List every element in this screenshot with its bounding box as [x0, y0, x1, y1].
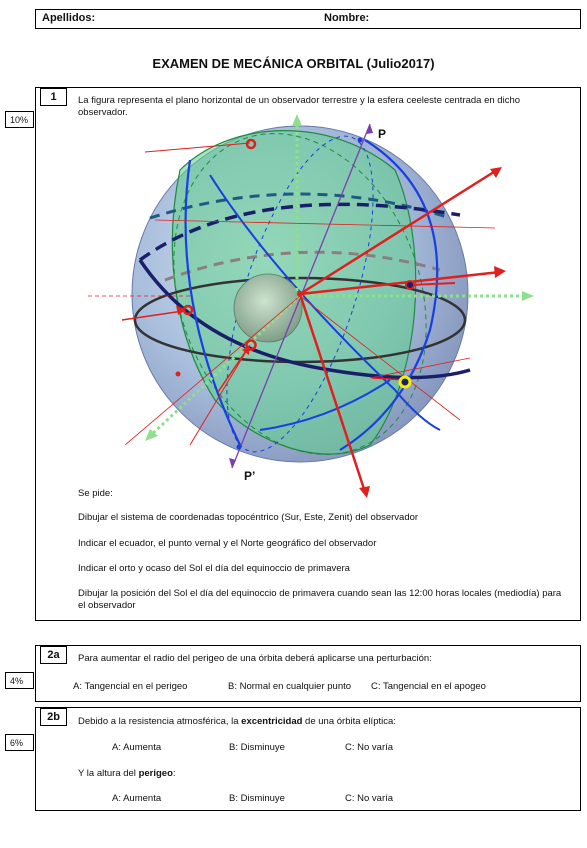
q2b-question2-bold: perigeo: [138, 768, 173, 779]
q1-frame: [35, 87, 581, 621]
q2a-question: Para aumentar el radio del perigeo de un…: [78, 653, 432, 664]
q1-se-pide: Se pide:: [78, 488, 113, 499]
q2b-frame: [35, 707, 581, 811]
q1-item-4: Dibujar la posición del Sol el día del e…: [78, 588, 562, 611]
q1-number: 1: [40, 88, 67, 106]
q2b-option-c[interactable]: C: No varía: [345, 742, 394, 753]
q2b-number: 2b: [40, 708, 67, 726]
student-info-header: Apellidos: Nombre:: [35, 9, 581, 29]
apellidos-label: Apellidos:: [42, 12, 96, 24]
label-p: P: [378, 127, 386, 141]
q2b-question-2: Y la altura del perigeo:: [78, 768, 573, 780]
q1-item-1: Dibujar el sistema de coordenadas topocé…: [78, 512, 419, 523]
q2a-option-b[interactable]: B: Normal en cualquier punto: [228, 681, 352, 692]
equator-line: [138, 259, 471, 380]
red-vector: [299, 168, 498, 296]
q2b-question2-pre: Y la altura del: [78, 768, 139, 779]
earth-globe: [233, 273, 303, 343]
q1-item-2: Indicar el ecuador, el punto vernal y el…: [78, 538, 377, 549]
q2b-question-pre: Debido a la resistencia atmosférica, la: [78, 716, 242, 727]
q2b-question-post: de una órbita elíptica:: [302, 716, 396, 727]
q2b-option2-b[interactable]: B: Disminuye: [229, 793, 285, 804]
q2a-option-c[interactable]: C: Tangencial en el apogeo: [371, 681, 486, 692]
exam-title: EXAMEN DE MECÁNICA ORBITAL (Julio2017): [152, 56, 435, 71]
q2b-option2-c[interactable]: C: No varía: [345, 793, 394, 804]
q2a-option-a[interactable]: A: Tangencial en el perigeo: [73, 681, 188, 692]
q2b-option-a[interactable]: A: Aumenta: [112, 742, 162, 753]
q1-item-3: Indicar el orto y ocaso del Sol el día d…: [78, 563, 350, 574]
q2b-question-bold: excentricidad: [241, 716, 303, 727]
q2a-number: 2a: [40, 646, 67, 664]
q2b-question2-post: :: [172, 768, 176, 779]
q2b-option-b[interactable]: B: Disminuye: [229, 742, 285, 753]
q2b-question: Debido a la resistencia atmosférica, la …: [78, 716, 573, 728]
sun-marker: [398, 375, 412, 389]
q1-percent: 10%: [5, 111, 34, 128]
horizon-circle: [133, 276, 467, 364]
nombre-label: Nombre:: [324, 12, 370, 24]
q2a-frame: [35, 645, 581, 702]
q2b-percent: 6%: [5, 734, 34, 751]
q2b-option2-a[interactable]: A: Aumenta: [112, 793, 162, 804]
label-p-prime: P’: [244, 469, 255, 483]
q1-intro: La figura representa el plano horizontal…: [78, 95, 521, 118]
q2a-percent: 4%: [5, 672, 34, 689]
